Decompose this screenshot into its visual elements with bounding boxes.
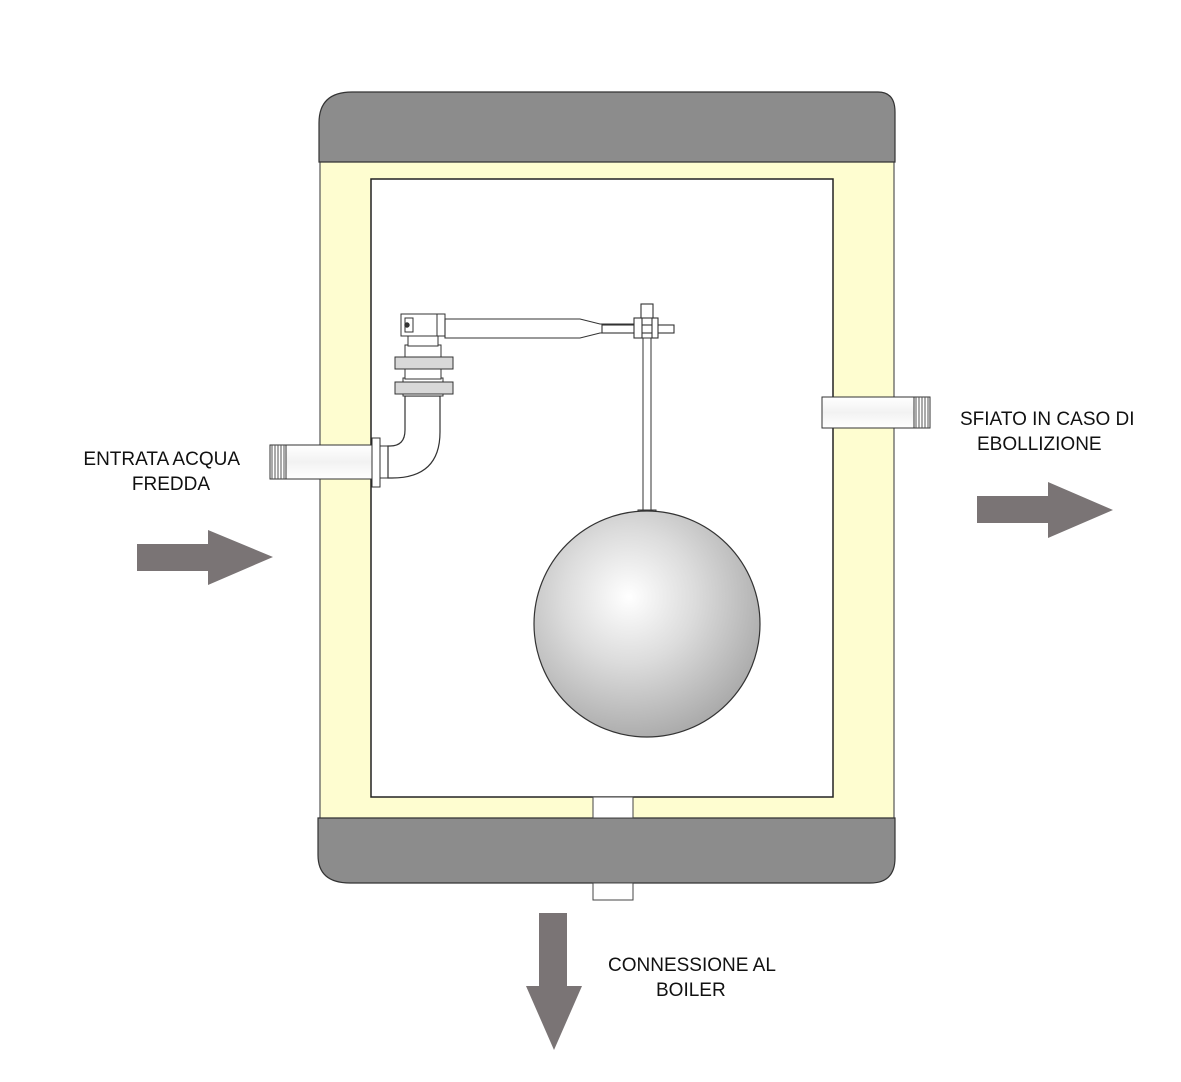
elbow-pipe [387,395,441,479]
inlet-label: ENTRATA ACQUA FREDDA [0,447,240,497]
bottom-cap [317,817,896,884]
vent-pipe [821,396,931,429]
float-ball [533,510,761,738]
outlet-label: CONNESSIONE AL BOILER [608,953,776,1003]
vent-label-line2: EBOLLIZIONE [977,434,1102,455]
float-lever-arm [444,303,675,339]
vent-arrow [977,482,1113,538]
float-rod [642,337,652,511]
float-valve-body [394,313,454,397]
inlet-label-line1: ENTRATA ACQUA [83,449,240,470]
vent-label: SFIATO IN CASO DI EBOLLIZIONE [960,407,1135,457]
outlet-pipe-lower [592,882,634,901]
outlet-arrow [526,913,582,1050]
outlet-label-line2: BOILER [656,980,726,1001]
inlet-arrow [137,530,273,585]
top-cap [318,91,896,163]
outlet-pipe-upper [592,796,634,819]
inlet-pipe [269,437,389,488]
outlet-label-line1: CONNESSIONE AL [608,955,776,976]
inlet-label-line2: FREDDA [131,474,210,495]
vent-label-line1: SFIATO IN CASO DI [960,409,1135,430]
